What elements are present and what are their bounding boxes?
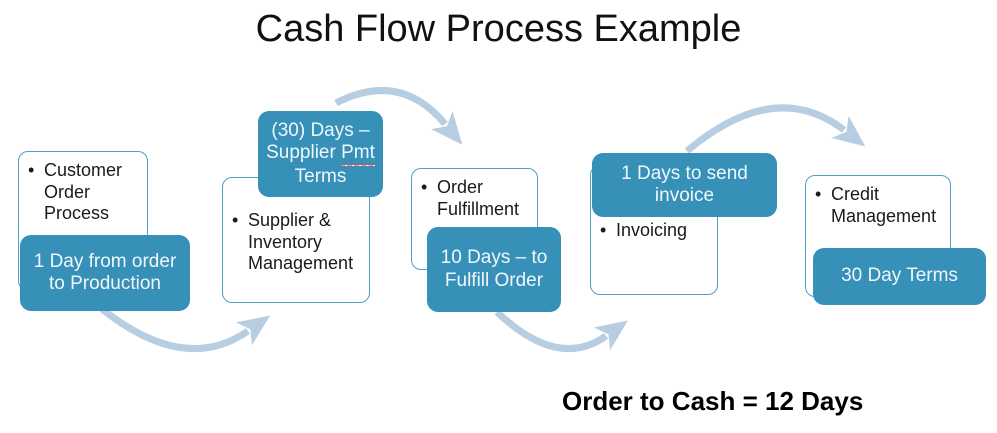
process-label: Order Fulfillment (437, 177, 520, 219)
duration-badge-order-to-production: 1 Day from order to Production (20, 235, 190, 311)
duration-line3: Terms (294, 165, 347, 187)
bullet-icon: • (421, 177, 428, 197)
list-item: • Order Fulfillment (412, 169, 537, 220)
list-item: • Invoicing (591, 166, 717, 242)
process-label: Customer Order Process (44, 160, 123, 224)
arrow-step2-to-step3 (334, 87, 463, 145)
duration-badge-fulfill-order: 10 Days – to Fulfill Order (427, 227, 561, 312)
bullet-icon: • (28, 160, 35, 180)
misspelled-word: Pmt (341, 142, 375, 166)
duration-badge-supplier-terms: (30) Days – Supplier Pmt Terms (258, 111, 383, 197)
duration-text: 1 Days to send invoice (621, 162, 748, 206)
process-box-supplier-inventory: • Supplier & Inventory Management (222, 177, 370, 303)
arrow-step1-to-step2 (99, 306, 271, 353)
list-item: • Customer Order Process (19, 152, 147, 225)
bullet-icon: • (232, 210, 239, 230)
arrow-step3-to-step4 (494, 309, 629, 352)
duration-text: 1 Day from order to Production (33, 250, 177, 294)
bullet-icon: • (600, 220, 607, 240)
duration-badge-30-day-terms: 30 Day Terms (813, 248, 986, 305)
list-item: • Supplier & Inventory Management (223, 178, 369, 275)
process-label: Supplier & Inventory Management (248, 210, 354, 274)
duration-text: 30 Day Terms (841, 265, 958, 287)
bullet-icon: • (815, 184, 822, 204)
duration-text: 10 Days – to Fulfill Order (440, 247, 548, 291)
duration-line2: Supplier Pmt (266, 142, 375, 166)
page-title: Cash Flow Process Example (255, 8, 742, 50)
duration-line2-prefix: Supplier (266, 142, 342, 164)
duration-badge-send-invoice: 1 Days to send invoice (592, 153, 777, 217)
process-label: Credit Management (831, 184, 937, 226)
list-item: • Credit Management (806, 176, 950, 227)
order-to-cash-summary: Order to Cash = 12 Days (562, 386, 864, 416)
arrow-step4-to-step5 (684, 104, 866, 154)
process-label: Invoicing (616, 220, 688, 240)
duration-line1: (30) Days – (271, 120, 370, 142)
